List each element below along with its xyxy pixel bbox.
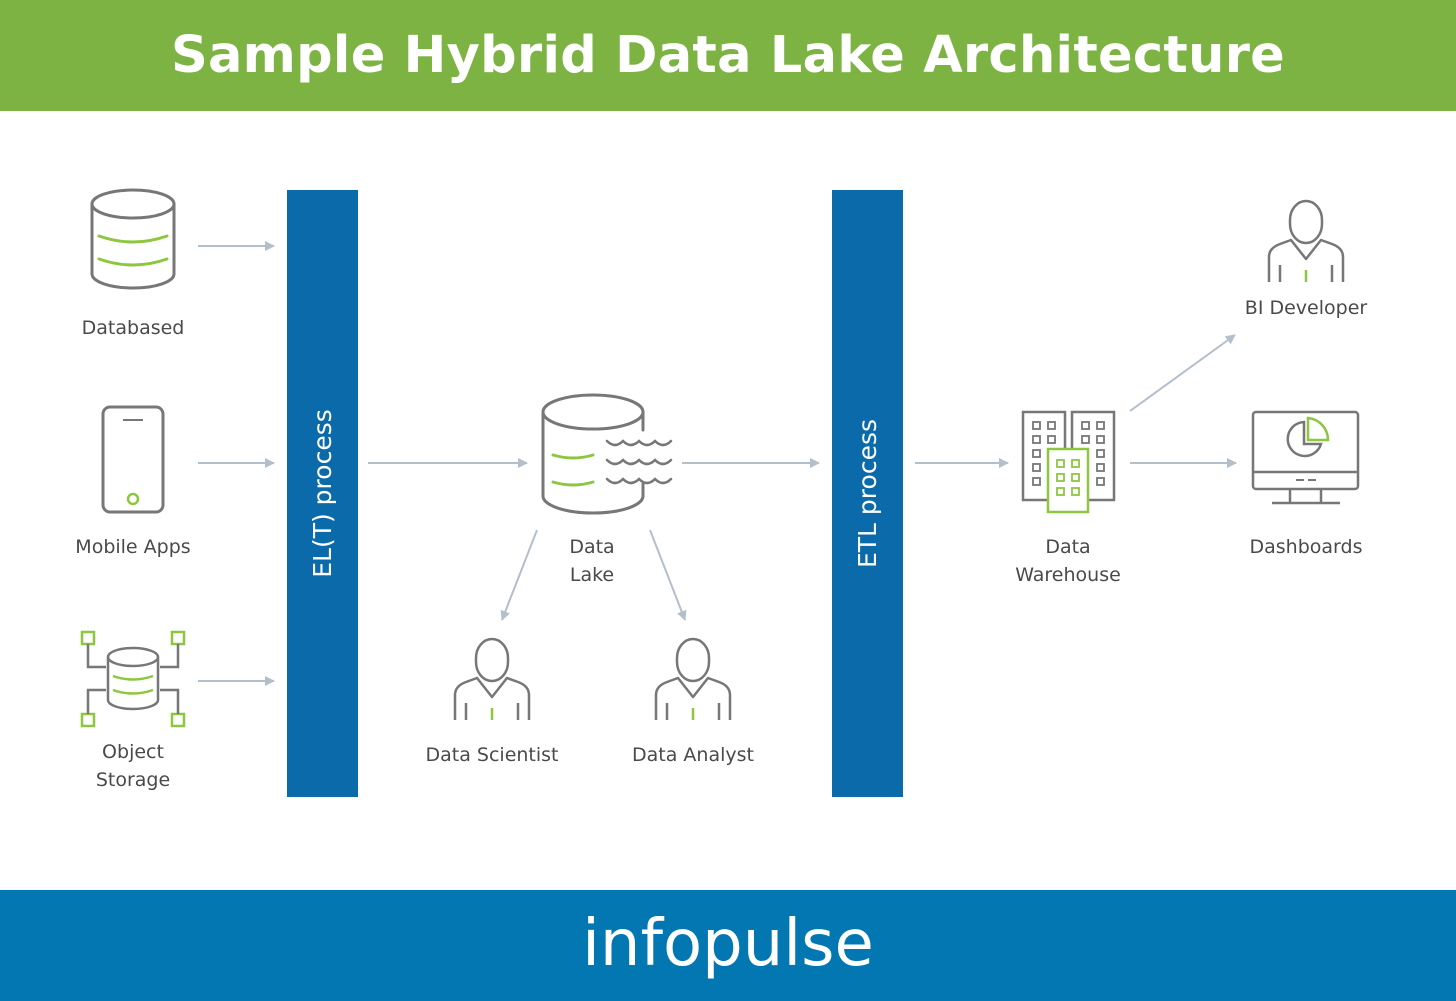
dashboards-monitor-icon [1251, 410, 1360, 505]
object-storage-label-line1: Object [102, 741, 164, 763]
data-scientist-person-icon [453, 637, 531, 720]
object-storage-label-line2: Storage [95, 769, 171, 791]
data-warehouse-building-icon [1021, 410, 1116, 514]
arrow-warehouse-to-bi [1129, 334, 1236, 412]
bi-developer-person-icon [1267, 199, 1345, 282]
data-lake-label-line1: Data [569, 536, 615, 558]
object-storage-icon [80, 630, 186, 728]
databased-label: Databased [81, 317, 185, 339]
data-lake-label-line2: Lake [569, 564, 615, 586]
data-warehouse-label-line1: Data [1045, 536, 1091, 558]
data-lake-icon [541, 393, 673, 515]
bi-developer-label: BI Developer [1244, 297, 1368, 319]
footer-banner: infopulse [0, 890, 1456, 1001]
elt-process-bar: EL(T) process [287, 190, 358, 797]
etl-process-bar: ETL process [832, 190, 903, 797]
header-banner: Sample Hybrid Data Lake Architecture [0, 0, 1456, 111]
arrow-lake-to-analyst [649, 529, 687, 621]
mobile-phone-icon [101, 405, 165, 514]
dashboards-label: Dashboards [1249, 536, 1363, 558]
infopulse-logo: infopulse [582, 906, 874, 981]
etl-process-label: ETL process [853, 418, 883, 569]
data-analyst-label: Data Analyst [632, 744, 754, 766]
database-icon [90, 188, 176, 290]
data-analyst-person-icon [654, 637, 732, 720]
data-scientist-label: Data Scientist [425, 744, 559, 766]
arrow-lake-to-scientist [500, 529, 538, 621]
page-title: Sample Hybrid Data Lake Architecture [170, 26, 1286, 85]
elt-process-label: EL(T) process [308, 409, 337, 578]
data-warehouse-label-line2: Warehouse [1015, 564, 1121, 586]
mobile-apps-label: Mobile Apps [75, 536, 191, 558]
